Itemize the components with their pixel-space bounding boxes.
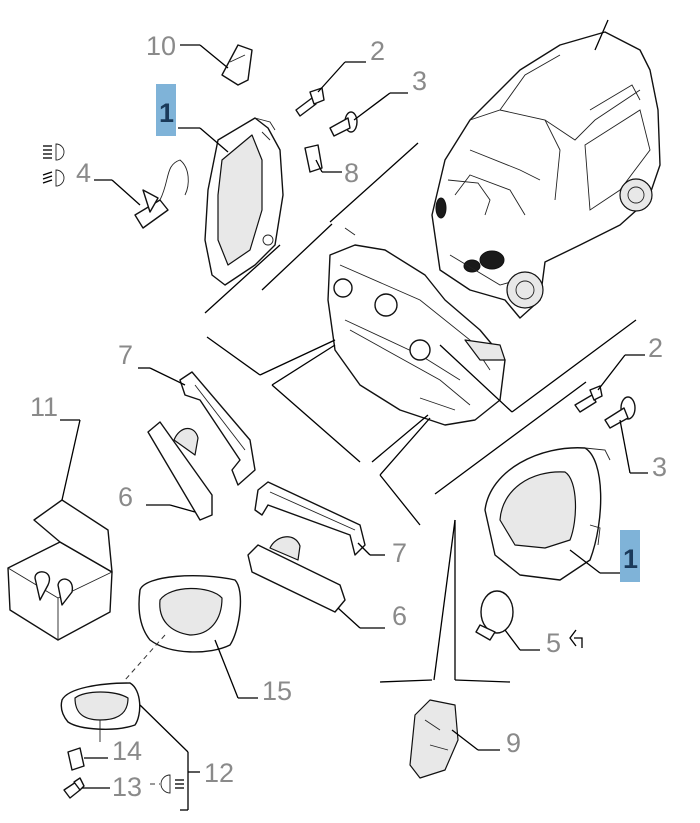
low-beam-high-beam-icon — [42, 143, 65, 187]
part-8-nut — [304, 144, 323, 173]
part-13-screw — [63, 777, 85, 799]
callout-3-right: 3 — [652, 452, 667, 482]
callout-14: 14 — [112, 736, 142, 766]
callout-3-top: 3 — [412, 66, 427, 96]
part-10-clip — [221, 44, 253, 86]
callout-7-right: 7 — [392, 538, 407, 568]
highlight-box-right — [620, 530, 640, 582]
callout-1-top: 1 — [159, 98, 174, 128]
part-7-bracket-right — [254, 481, 366, 556]
part-15-fog-lamp-bezel — [138, 574, 242, 653]
callout-8: 8 — [344, 158, 359, 188]
part-2-screw-top — [295, 87, 325, 117]
part-3-fastener-top — [329, 111, 358, 137]
fog-lamp-icon — [150, 774, 184, 794]
callout-10: 10 — [146, 31, 176, 61]
part-11-bulb-kit-box — [7, 499, 113, 641]
part-4-bulb — [134, 159, 189, 229]
leader-lines — [60, 44, 648, 811]
callout-2-right: 2 — [648, 333, 663, 363]
part-3-fastener-right — [604, 396, 636, 429]
vehicle-outline — [431, 19, 661, 319]
callout-6-right: 6 — [392, 601, 407, 631]
callout-1-right: 1 — [623, 544, 638, 574]
part-6-daytime-light-right — [247, 536, 346, 613]
callout-7-top: 7 — [118, 340, 133, 370]
callout-9: 9 — [506, 728, 521, 758]
part-12-fog-lamp — [60, 682, 141, 742]
part-6-daytime-light-left — [147, 421, 213, 521]
part-1-headlamp-left — [204, 117, 284, 286]
part-5-indicator-bulb — [475, 590, 514, 641]
callout-11: 11 — [30, 392, 58, 422]
part-9-bracket — [409, 699, 459, 779]
part-7-bracket-top — [179, 371, 256, 486]
callout-5: 5 — [546, 628, 561, 658]
callout-4: 4 — [76, 158, 91, 188]
turn-signal-arrow-icon — [569, 629, 583, 648]
part-14-fog-bulb — [67, 747, 85, 771]
callout-15: 15 — [262, 676, 292, 706]
callout-2-top: 2 — [370, 36, 385, 66]
callout-13: 13 — [112, 772, 142, 802]
highlight-box-top — [156, 84, 176, 136]
part-1-headlamp-right — [484, 447, 611, 581]
callout-12: 12 — [204, 758, 234, 788]
callout-6-left: 6 — [118, 482, 133, 512]
